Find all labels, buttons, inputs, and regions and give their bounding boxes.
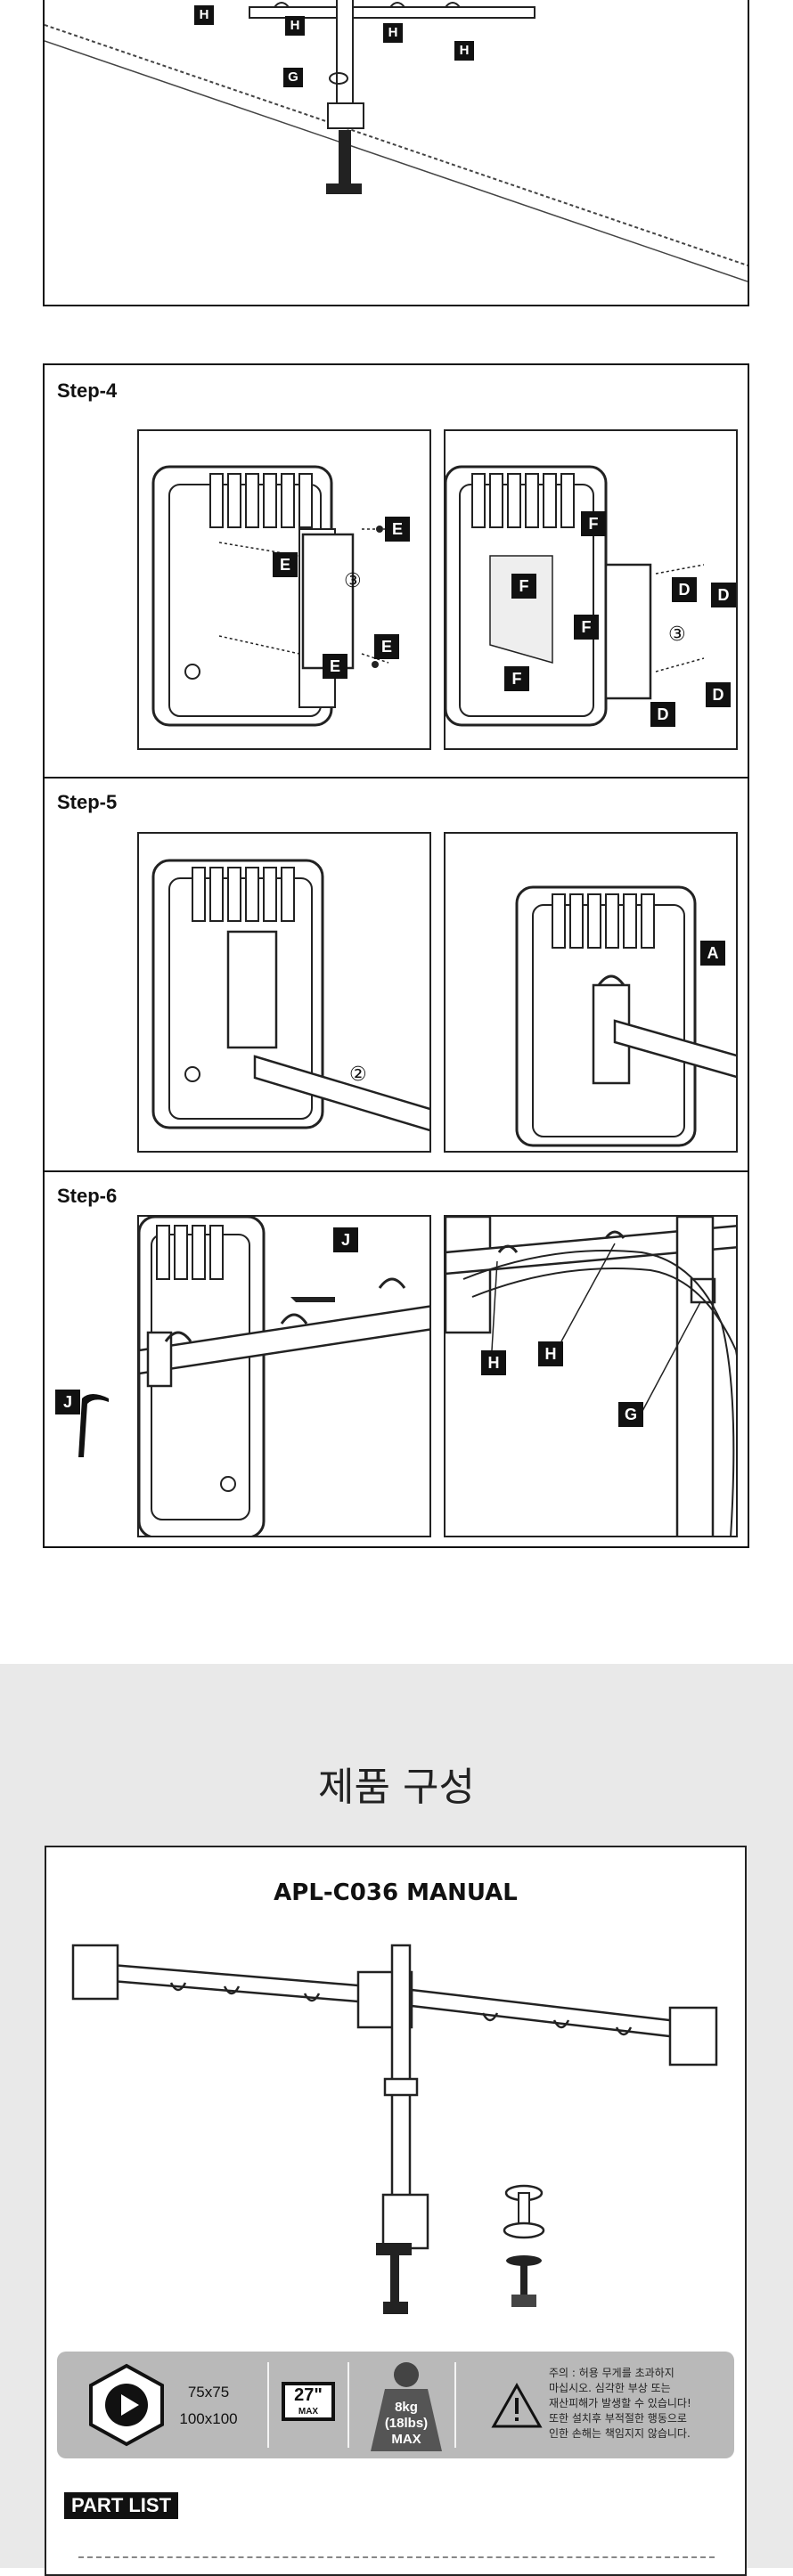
step6-left-figure: J — [137, 1215, 431, 1537]
screen-size-icon — [282, 2382, 335, 2421]
label-h-4: H — [454, 41, 474, 61]
label-d-3: D — [650, 702, 675, 727]
warning-line-5: 인한 손해는 책임지지 않습니다. — [549, 2427, 691, 2440]
manual-title: APL-C036 MANUAL — [274, 1879, 518, 1906]
tighten-illustration — [139, 1217, 429, 1536]
label-d-4: D — [706, 682, 731, 707]
step4-right-figure: F F F F D D D D ③ — [444, 429, 738, 750]
warning-icon — [491, 2382, 543, 2428]
label-f-3: F — [574, 615, 599, 640]
step-5-title: Step-5 — [57, 791, 118, 813]
warning-line-1: 주의 : 허용 무게를 초과하지 — [549, 2367, 674, 2379]
label-a: A — [700, 941, 725, 966]
spec-divider-1 — [267, 2362, 269, 2448]
weight-lbs: (18lbs) — [384, 2416, 429, 2431]
label-3-left: ③ — [344, 570, 362, 592]
vesa-icon — [89, 2363, 164, 2447]
step6-right-figure: H H G — [444, 1215, 738, 1537]
part-list-dashed-row — [78, 2556, 715, 2576]
step5-left-figure: ② — [137, 832, 431, 1153]
weight-kg: 8kg — [395, 2400, 418, 2415]
label-h-3: H — [383, 23, 403, 43]
step5-right-figure: A — [444, 832, 738, 1153]
triple-monitor-arm-illustration — [71, 1944, 718, 2314]
section-title: 제품 구성 — [318, 1765, 475, 1810]
label-d-2: D — [711, 583, 736, 607]
manual-card: APL-C036 MANUAL — [45, 1846, 747, 2576]
label-g: G — [283, 68, 303, 87]
part-list-heading: PART LIST — [64, 2492, 179, 2519]
warning-line-4: 또한 설치후 부적절한 행동으로 — [549, 2412, 687, 2425]
row-divider-2 — [45, 1170, 748, 1172]
spec-divider-3 — [454, 2362, 456, 2448]
label-3-right: ③ — [668, 624, 686, 646]
vesa-75: 75x75 — [187, 2384, 230, 2401]
spec-divider-2 — [347, 2362, 349, 2448]
label-j-left: J — [55, 1390, 80, 1414]
warning-line-3: 재산피해가 발생할 수 있습니다! — [549, 2397, 691, 2409]
label-h-2: H — [285, 16, 305, 36]
step-4-title: Step-4 — [57, 379, 118, 402]
screen-size-max: MAX — [298, 2407, 319, 2417]
label-e-4: E — [323, 654, 347, 679]
label-h-a: H — [481, 1350, 506, 1375]
steps-4-6-panel: Step-4 E E E E ③ — [43, 363, 749, 1548]
step3-illustration — [45, 0, 748, 282]
label-j-right: J — [333, 1227, 358, 1252]
step-6-title: Step-6 — [57, 1185, 118, 1207]
label-e-3: E — [374, 634, 399, 659]
label-f-1: F — [581, 511, 606, 536]
weight-icon — [371, 2362, 442, 2451]
warning-line-2: 마십시오. 심각한 부상 또는 — [549, 2382, 671, 2394]
step3-panel: H H H H G — [43, 0, 749, 306]
label-f-4: F — [504, 666, 529, 691]
label-h-b: H — [538, 1341, 563, 1366]
vesa-100: 100x100 — [179, 2410, 238, 2427]
arm-mounted-illustration — [515, 885, 736, 1147]
cable-management-illustration — [446, 1217, 736, 1536]
label-e-1: E — [385, 517, 410, 542]
screen-size-value: 27" — [294, 2385, 323, 2405]
label-h-1: H — [194, 5, 214, 25]
hex-key-icon — [78, 1394, 109, 1457]
monitor-back-illustration — [151, 465, 389, 727]
label-f-2: F — [511, 574, 536, 599]
row-divider-1 — [45, 777, 748, 779]
step4-left-figure: E E E E ③ — [137, 429, 431, 750]
label-2: ② — [349, 1064, 367, 1086]
label-d-1: D — [672, 577, 697, 602]
label-g-b: G — [618, 1402, 643, 1427]
weight-max: MAX — [391, 2432, 421, 2447]
spec-bar: 75x75 100x100 27" MAX 8kg (18lbs) MAX 주의… — [57, 2352, 734, 2458]
label-e-2: E — [273, 552, 298, 577]
arm-attach-illustration — [151, 859, 429, 1132]
